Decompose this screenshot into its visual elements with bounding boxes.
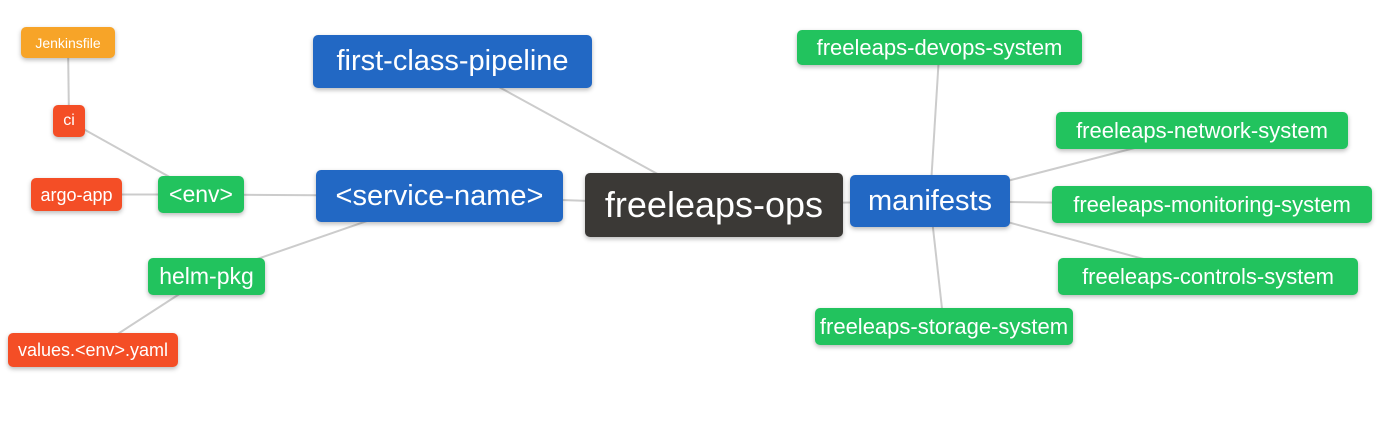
node-freeleaps-controls-system[interactable]: freeleaps-controls-system	[1058, 258, 1358, 295]
node-ci[interactable]: ci	[53, 105, 85, 137]
node-freeleaps-monitoring-system[interactable]: freeleaps-monitoring-system	[1052, 186, 1372, 223]
node-manifests[interactable]: manifests	[850, 175, 1010, 227]
node-freeleaps-ops[interactable]: freeleaps-ops	[585, 173, 843, 237]
node-jenkinsfile[interactable]: Jenkinsfile	[21, 27, 115, 58]
node-freeleaps-network-system[interactable]: freeleaps-network-system	[1056, 112, 1348, 149]
node-first-class-pipeline[interactable]: first-class-pipeline	[313, 35, 592, 88]
node-values-env-yaml[interactable]: values.<env>.yaml	[8, 333, 178, 367]
node-helm-pkg[interactable]: helm-pkg	[148, 258, 265, 295]
node-argo-app[interactable]: argo-app	[31, 178, 122, 211]
node-env[interactable]: <env>	[158, 176, 244, 213]
node-freeleaps-devops-system[interactable]: freeleaps-devops-system	[797, 30, 1082, 65]
node-freeleaps-storage-system[interactable]: freeleaps-storage-system	[815, 308, 1073, 345]
node-service-name[interactable]: <service-name>	[316, 170, 563, 222]
